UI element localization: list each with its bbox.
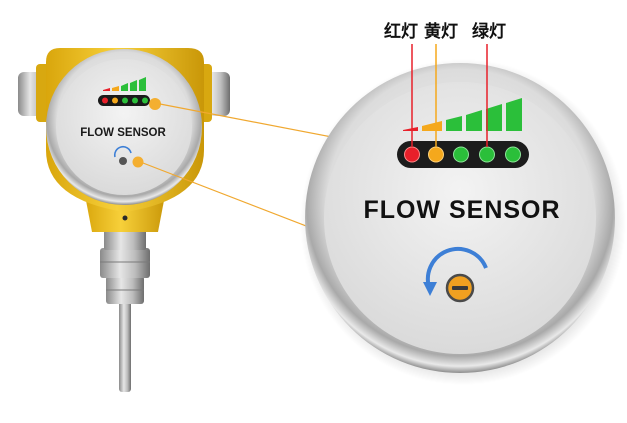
small-led-bargraph <box>103 77 146 91</box>
led-green-1 <box>453 146 469 163</box>
small-face-title: FLOW SENSOR <box>80 127 166 139</box>
label-green-light: 绿灯 <box>472 21 506 42</box>
small-led-highlight <box>149 98 161 110</box>
led-green-3 <box>505 146 521 163</box>
zoomed-face: FLOW SENSOR <box>300 44 626 385</box>
led-green-2 <box>479 146 495 163</box>
flow-sensor-device: FLOW SENSOR <box>18 48 230 392</box>
zoom-face-title: FLOW SENSOR <box>363 196 560 224</box>
label-red-light: 红灯 <box>384 21 418 42</box>
led-yellow <box>428 146 444 163</box>
small-face <box>56 59 192 195</box>
probe-rod <box>119 300 131 392</box>
small-rotate-arrow-icon <box>113 145 132 158</box>
label-yellow-light: 黄灯 <box>424 21 458 42</box>
fitting-nut <box>100 248 150 278</box>
led-red <box>404 146 420 163</box>
fitting-neck <box>104 228 146 250</box>
rotate-arrow-icon <box>426 246 488 291</box>
small-knob-icon <box>119 157 127 165</box>
zoom-led-bargraph <box>403 98 522 131</box>
